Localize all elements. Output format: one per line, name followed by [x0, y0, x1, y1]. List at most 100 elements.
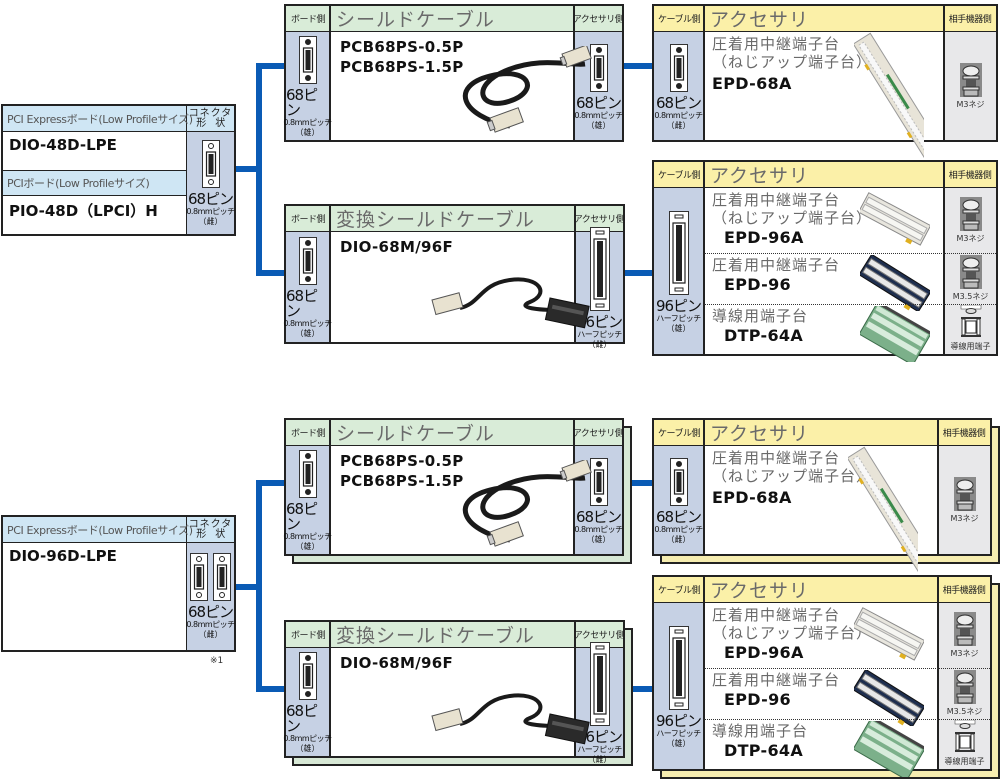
pin-pitch: ハーフピッチ: [656, 313, 701, 323]
terminal-cell: M3.5ネジ: [945, 253, 996, 303]
accessory-item: 圧着用中継端子台（ねじアップ端子台）EPD-96A: [704, 188, 944, 253]
pin-pitch: 0.8mmピッチ: [574, 524, 623, 534]
accessory-side-label: アクセサリ側: [573, 6, 624, 32]
connector-header-line: コネクタ: [188, 518, 233, 530]
connection-line: [236, 166, 260, 172]
connector-gender: （雌）: [666, 120, 691, 130]
pin-pitch: 0.8mmピッチ: [186, 620, 235, 629]
pin-count: 96ピン: [576, 727, 623, 746]
terminal-label: 導線用端子: [944, 757, 985, 767]
item-description: 圧着用中継端子台: [712, 256, 841, 275]
board-model: DIO-96D-LPE: [9, 547, 117, 565]
terminal-cell: M3.5ネジ: [939, 668, 990, 718]
connector-gender: （雄）: [666, 323, 691, 333]
connector-gender: （雌）: [198, 630, 223, 639]
epd-96a-image: [860, 190, 930, 246]
board-side-label: ボード側: [286, 622, 330, 648]
board-type-label: PCI Expressボード(Low Profileサイズ): [3, 517, 193, 543]
item-model: EPD-68A: [712, 74, 792, 93]
accessory-item: 圧着用中継端子台（ねじアップ端子台）EPD-96A: [704, 603, 938, 668]
pin-pitch: 0.8mmピッチ: [283, 532, 332, 541]
divider: [573, 420, 575, 554]
connection-line: [623, 270, 654, 276]
connector-gender: （雄）: [586, 120, 611, 130]
accessory-title: アクセサリ: [704, 420, 938, 446]
terminal-cell: M3ネジ: [945, 188, 996, 253]
connection-line: [256, 63, 262, 276]
item-description: 圧着用中継端子台: [712, 449, 841, 467]
pin-count: 68ピン: [187, 189, 234, 208]
screw-icon: [953, 476, 976, 511]
terminal-label: M3.5ネジ: [952, 292, 989, 302]
terminal-column: M3ネジ: [939, 446, 990, 554]
pin-count: 68ピン: [655, 93, 702, 112]
epd-96a-image: [854, 605, 924, 661]
connection-line: [256, 480, 262, 692]
accessory-box: ケーブル側アクセサリ相手機器側 96ピンハーフピッチ（雄） M3ネジ M3.5ネ…: [652, 575, 992, 777]
connection-line: [623, 63, 654, 69]
item-description: 圧着用中継端子台: [712, 671, 841, 690]
cable-model: DIO-68M/96F: [340, 654, 453, 672]
board-model: DIO-48D-LPE: [9, 136, 117, 154]
pin-count: 68ピン: [187, 603, 234, 621]
item-description: 圧着用中継端子台: [712, 35, 841, 53]
board-type-label: PCI Expressボード(Low Profileサイズ): [3, 106, 193, 132]
connector-68pin-icon: [298, 450, 317, 498]
terminal-cell: 導線用端子: [939, 719, 990, 769]
connector-68pin-icon: [298, 652, 317, 700]
connector-gender: （雄）: [295, 542, 320, 551]
connection-line: [256, 480, 286, 486]
connection-line: [623, 480, 654, 486]
cable-model: DIO-68M/96F: [340, 238, 453, 256]
device-side-label: 相手機器側: [944, 6, 996, 32]
connector-column: 96ピンハーフピッチ（雄）: [654, 188, 703, 354]
pin-count: 68ピン: [575, 93, 622, 112]
wire-terminal-icon: [953, 720, 977, 754]
pin-pitch: 0.8mmピッチ: [186, 206, 235, 216]
epd-68a-image: [854, 30, 924, 160]
terminal-label: M3.5ネジ: [946, 707, 983, 717]
connector-96pin-icon: [589, 226, 610, 311]
pin-pitch: ハーフピッチ: [577, 329, 622, 339]
accessory-title: アクセサリ: [704, 6, 944, 32]
cable-model: PCB68PS-0.5P: [340, 38, 464, 56]
divider: [329, 622, 331, 756]
cable-model: PCB68PS-1.5P: [340, 472, 464, 490]
pin-pitch: 0.8mmピッチ: [283, 118, 332, 127]
cable-side-label: ケーブル側: [654, 420, 704, 446]
divider: [574, 622, 576, 756]
item-description: 圧着用中継端子台: [712, 606, 841, 624]
pin-pitch: 0.8mmピッチ: [654, 524, 703, 534]
terminal-column: M3ネジ M3.5ネジ 導線用端子: [939, 603, 990, 769]
device-side-label: 相手機器側: [938, 420, 990, 446]
accessory-title: アクセサリ: [704, 162, 944, 188]
item-model: EPD-96A: [724, 643, 804, 662]
cable-side-label: ケーブル側: [654, 577, 704, 603]
cable-title: シールドケーブル: [330, 420, 574, 446]
connector-column: 96ピンハーフピッチ（雄）: [654, 603, 703, 769]
connector-96pin-icon: [589, 641, 610, 726]
connector-68pin-icon: [589, 457, 608, 506]
terminal-column: M3ネジ: [945, 32, 996, 140]
connector-gender: （雌）: [666, 534, 691, 544]
cable-title: 変換シールドケーブル: [330, 206, 575, 232]
screw-icon: [959, 255, 982, 290]
divider: [186, 106, 188, 234]
terminal-cell: 導線用端子: [945, 304, 996, 354]
cable-side-label: ケーブル側: [654, 6, 704, 32]
wire-terminal-icon: [959, 305, 983, 339]
divider: [186, 517, 188, 650]
connector-gender: （雌）: [587, 754, 612, 764]
board-side-label: ボード側: [286, 420, 330, 446]
row-separator: [704, 668, 990, 670]
pin-count: 96ピン: [655, 711, 702, 730]
row-separator: [704, 253, 996, 255]
pin-count: 68ピン: [575, 507, 622, 526]
